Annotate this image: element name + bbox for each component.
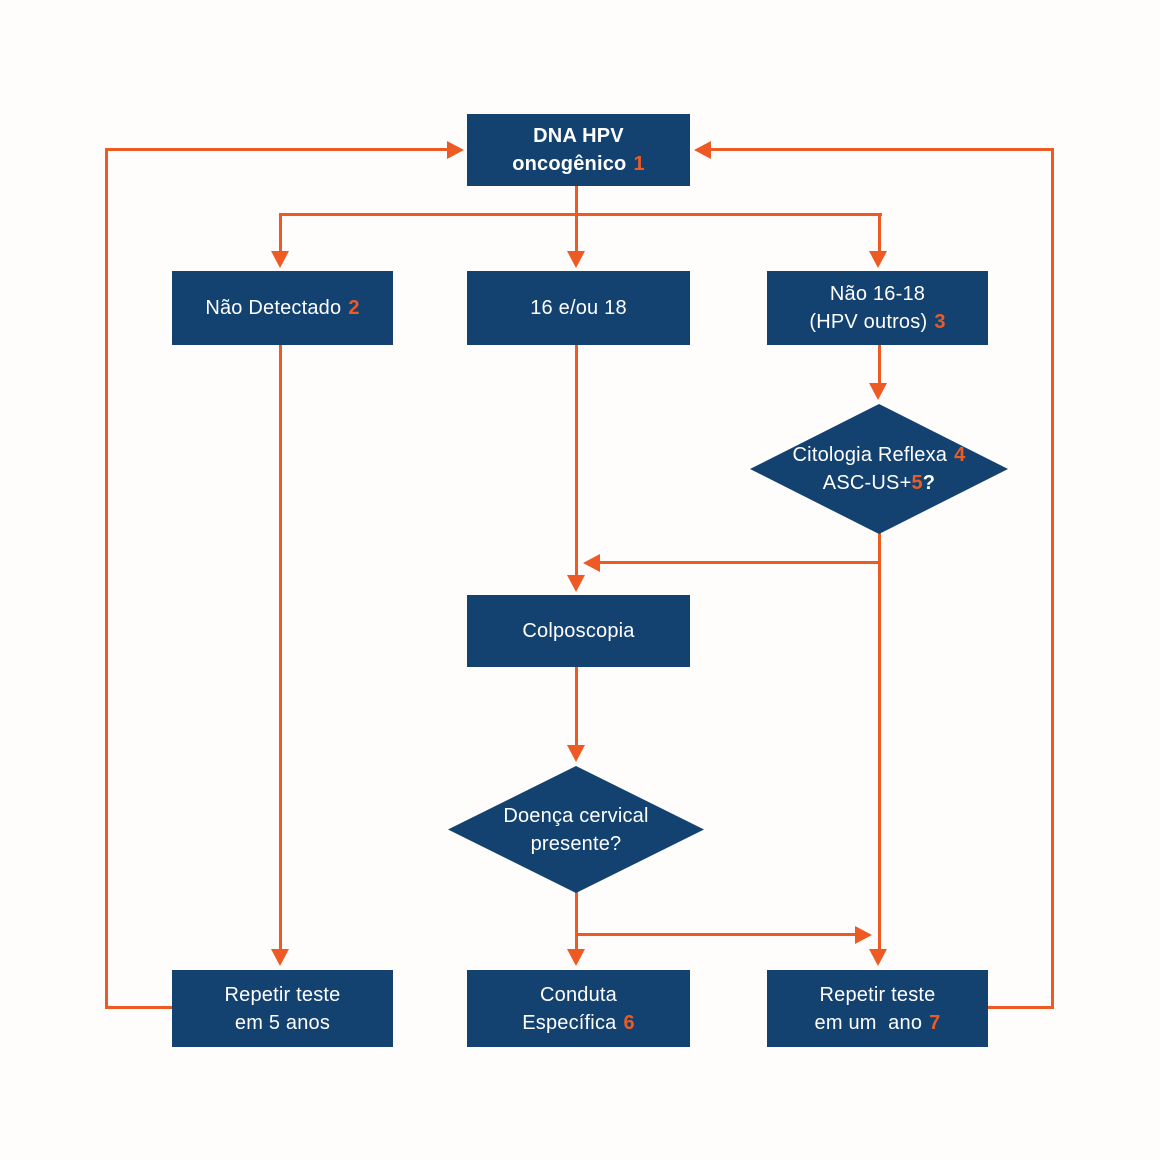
arrowhead-down-icon bbox=[567, 949, 585, 966]
connector-branch-to-nao-detectado bbox=[279, 213, 282, 255]
connector-branch-horizontal bbox=[279, 213, 882, 216]
connector-feedback-left-vertical bbox=[105, 148, 108, 1009]
connector-feedback-right-vertical bbox=[1051, 148, 1054, 1009]
arrowhead-down-icon bbox=[567, 251, 585, 268]
node-label-line: Repetir teste bbox=[224, 983, 341, 1006]
arrowhead-right-icon bbox=[855, 926, 872, 944]
arrowhead-down-icon bbox=[869, 949, 887, 966]
step-number: 1 bbox=[633, 153, 645, 175]
arrowhead-down-icon bbox=[869, 251, 887, 268]
connector-top-to-branch bbox=[575, 186, 578, 253]
node-label-line: Colposcopia bbox=[522, 620, 635, 642]
arrowhead-left-icon bbox=[694, 141, 711, 159]
connector-feedback-right-top bbox=[710, 148, 1054, 151]
node-repetir-teste-5-anos: Repetir teste em 5 anos bbox=[172, 970, 393, 1047]
connector-nao-16-18-to-citologia bbox=[878, 345, 881, 387]
connector-doenca-to-repetir-1-ano bbox=[577, 933, 857, 936]
node-label-line: Doença cervical bbox=[503, 804, 649, 827]
connector-16-18-to-colposcopia bbox=[575, 345, 578, 578]
step-number: 4 bbox=[954, 444, 966, 466]
connector-nao-detectado-to-repetir-5-anos bbox=[279, 345, 282, 952]
connector-feedback-right-bottom bbox=[988, 1006, 1054, 1009]
arrowhead-down-icon bbox=[271, 251, 289, 268]
node-label-line: ASC-US+5? bbox=[822, 472, 936, 494]
node-label-line: 16 e/ou 18 bbox=[530, 297, 627, 319]
connector-citologia-to-repetir-1-ano bbox=[878, 533, 881, 953]
node-nao-16-18: Não 16-18 (HPV outros)3 bbox=[767, 271, 988, 345]
arrowhead-down-icon bbox=[869, 383, 887, 400]
step-number: 3 bbox=[934, 311, 946, 333]
decision-doenca-cervical: Doença cervical presente? bbox=[448, 766, 704, 893]
arrowhead-down-icon bbox=[271, 949, 289, 966]
node-colposcopia: Colposcopia bbox=[467, 595, 690, 667]
arrowhead-right-icon bbox=[447, 141, 464, 159]
step-number: 7 bbox=[929, 1011, 941, 1034]
node-label-line: Não 16-18 bbox=[829, 283, 926, 305]
arrowhead-left-icon bbox=[583, 554, 600, 572]
step-number: 5 bbox=[911, 472, 923, 494]
node-label-line: DNA HPV bbox=[533, 125, 624, 147]
connector-citologia-to-colposcopia bbox=[598, 561, 881, 564]
node-16-eou-18: 16 e/ou 18 bbox=[467, 271, 690, 345]
step-number: 2 bbox=[348, 297, 360, 319]
step-number: 6 bbox=[623, 1011, 635, 1034]
arrowhead-down-icon bbox=[567, 745, 585, 762]
connector-feedback-left-top bbox=[105, 148, 449, 151]
arrowhead-down-icon bbox=[567, 575, 585, 592]
connector-colposcopia-to-doenca bbox=[575, 667, 578, 747]
node-label-line: (HPV outros)3 bbox=[809, 311, 946, 333]
node-label-line: Repetir teste bbox=[819, 983, 936, 1006]
question-mark: ? bbox=[922, 472, 936, 494]
connector-feedback-left-bottom bbox=[105, 1006, 172, 1009]
node-label-line: Conduta bbox=[539, 983, 617, 1006]
connector-doenca-to-conduta bbox=[575, 892, 578, 952]
node-label-line: em 5 anos bbox=[234, 1011, 331, 1034]
node-label-line: presente? bbox=[530, 832, 622, 855]
connector-branch-to-nao-16-18 bbox=[878, 213, 881, 255]
